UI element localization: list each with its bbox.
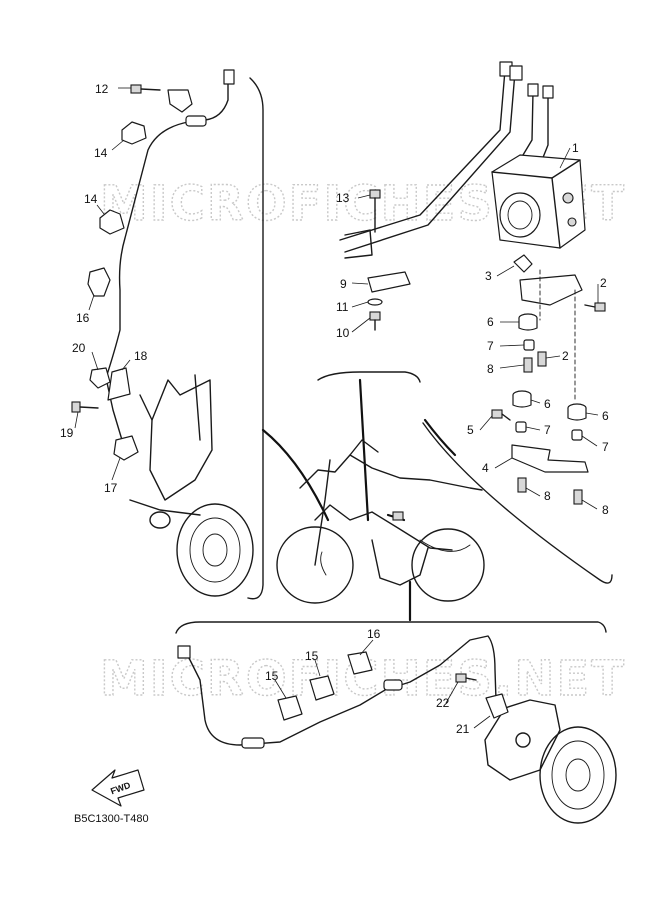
callout-5: 5 [467, 423, 474, 437]
callout-2-lower: 2 [562, 349, 569, 363]
part-6-damper-right [567, 403, 587, 421]
callout-8-right: 8 [602, 503, 609, 517]
callout-18: 18 [134, 349, 148, 363]
leader-right-to-bike [423, 418, 457, 457]
callout-10: 10 [336, 326, 350, 340]
part-5-bolt [491, 409, 511, 421]
abs-bracket-dashed-guide [539, 269, 576, 401]
callout-9: 9 [340, 277, 347, 291]
left-panel-border [247, 77, 264, 600]
callout-8-middle: 8 [544, 489, 551, 503]
part-12-bolt [130, 84, 161, 94]
front-sensor-assembly [105, 69, 254, 597]
part-17-front-sensor [113, 435, 139, 461]
callout-7-right: 7 [602, 440, 609, 454]
part-6-damper-upper [518, 313, 538, 331]
callout-8-upper: 8 [487, 362, 494, 376]
callout-20: 20 [72, 341, 86, 355]
part-18-bracket [107, 367, 131, 401]
callout-leaders [74, 87, 599, 729]
top-center-bracket [317, 371, 421, 383]
part-8-bolt-upper [523, 357, 533, 373]
diagram-code: B5C1300-T480 [74, 813, 149, 825]
part-14-clamp-lower [99, 209, 125, 235]
part-8-bolt-middle [517, 477, 527, 493]
callout-6-middle: 6 [544, 397, 551, 411]
part-14-clamp-upper [121, 121, 147, 145]
callout-6-right: 6 [602, 409, 609, 423]
part-4-lower-bracket [511, 444, 589, 473]
callout-15-right: 15 [305, 649, 319, 663]
part-11-washer [367, 298, 383, 306]
callout-13: 13 [336, 191, 350, 205]
part-15-clamp-left [277, 695, 303, 721]
right-panel-border [422, 422, 613, 584]
part-3-clip [513, 254, 533, 273]
motorcycle-outline [276, 439, 485, 604]
part-21-rear-sensor [485, 693, 509, 719]
callout-6-upper: 6 [487, 315, 494, 329]
callout-numbers: 12 14 14 16 20 18 19 17 1 13 9 11 10 3 2… [60, 82, 609, 736]
rear-sensor-assembly [177, 635, 617, 824]
part-7-collar-upper [523, 339, 535, 351]
callout-21: 21 [456, 722, 470, 736]
part-9-bracket [367, 271, 411, 293]
callout-1: 1 [572, 141, 579, 155]
part-16-clip-bottom [347, 651, 373, 675]
callout-19: 19 [60, 426, 74, 440]
callout-2-upper: 2 [600, 276, 607, 290]
callout-14-upper: 14 [94, 146, 108, 160]
part-16-clip-left [87, 267, 111, 297]
callout-22: 22 [436, 696, 450, 710]
callout-7-middle: 7 [544, 423, 551, 437]
abs-upper-bracket [519, 274, 583, 306]
callout-7-upper: 7 [487, 339, 494, 353]
part-2-bolt-lower [537, 351, 547, 367]
leader-left-to-bike [261, 428, 330, 522]
part-6-damper-middle [512, 390, 532, 408]
leader-top-to-bike [358, 378, 370, 522]
callout-17: 17 [104, 481, 118, 495]
part-15-clamp-right [309, 675, 335, 701]
part-20-grommet [89, 367, 111, 389]
callout-16-bottom: 16 [367, 627, 381, 641]
part-8-bolt-right [573, 489, 583, 505]
callout-4: 4 [482, 461, 489, 475]
part-13-bolt [369, 189, 381, 233]
part-1-abs-unit [491, 154, 586, 249]
part-19-bolt [71, 401, 99, 413]
callout-16-left: 16 [76, 311, 90, 325]
part-10-bolt [369, 311, 381, 331]
part-7-collar-right [571, 429, 583, 441]
part-22-bolt [455, 673, 477, 683]
callout-12: 12 [95, 82, 109, 96]
fwd-arrow-icon: FWD [91, 769, 145, 807]
part-7-collar-middle [515, 421, 527, 433]
bottom-panel-border [175, 621, 607, 634]
callout-15-left: 15 [265, 669, 279, 683]
brake-pipes [339, 61, 554, 259]
callout-11: 11 [336, 300, 349, 314]
callout-3: 3 [485, 269, 492, 283]
callout-14-lower: 14 [84, 192, 98, 206]
part-2-bolt-upper [584, 302, 606, 312]
